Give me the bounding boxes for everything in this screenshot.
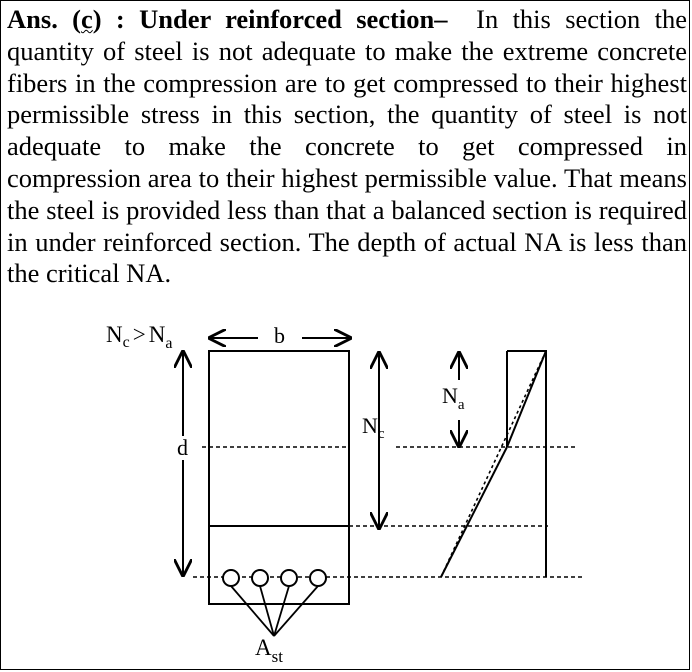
condition-label: Nc>Na	[106, 322, 172, 352]
reinforcement-bars	[222, 569, 327, 587]
strain-diagram-outline	[507, 350, 547, 577]
beam-section	[208, 350, 350, 605]
steel-label-leaders	[230, 585, 319, 637]
answer-body: In this section the quantity of steel is…	[7, 4, 687, 289]
actual-na-label: Na	[442, 383, 465, 413]
steel-leader-line	[273, 585, 319, 637]
rebar	[280, 569, 298, 587]
critical-na-label: Nc	[362, 413, 385, 442]
depth-label: d	[177, 435, 188, 460]
strain-diagram-tension-edge	[440, 446, 508, 578]
rebar	[251, 569, 269, 587]
rebar	[309, 569, 327, 587]
rebar	[222, 569, 240, 587]
steel-leader-line	[259, 585, 275, 637]
steel-label: Ast	[255, 635, 283, 666]
answer-option: c	[80, 4, 93, 34]
steel-leader-line	[230, 585, 275, 637]
width-label: b	[274, 323, 285, 348]
strain-diagram-compression-edge	[506, 350, 547, 448]
steel-leader-line	[273, 585, 290, 637]
answer-heading: Ans. (c) : Under reinforced section–	[7, 4, 448, 34]
answer-paragraph: Ans. (c) : Under reinforced section– In …	[7, 4, 687, 290]
